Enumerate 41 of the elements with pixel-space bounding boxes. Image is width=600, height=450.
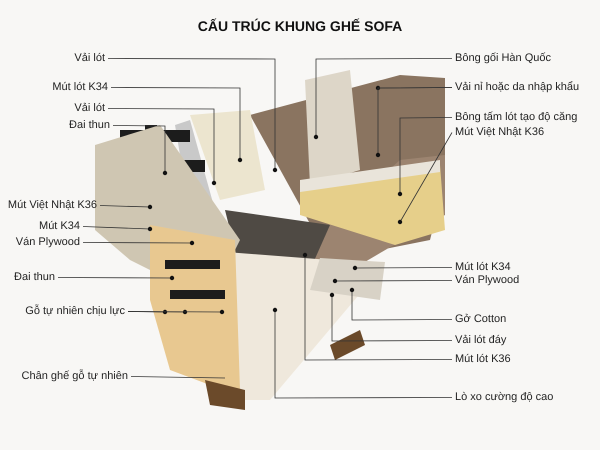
part-label: Gỗ tự nhiên chịu lực: [25, 305, 125, 318]
leader-line: [128, 310, 224, 314]
leader-line: [314, 58, 452, 140]
part-label: Mút Việt Nhật K36: [455, 126, 544, 139]
leader-line: [110, 87, 242, 162]
leader-line: [352, 266, 452, 270]
part-label: Bông tấm lót tạo độ căng: [455, 111, 578, 124]
leader-line: [350, 288, 452, 320]
leader-line: [272, 308, 452, 398]
part-label: Bông gối Hàn Quốc: [455, 52, 552, 65]
leader-line: [332, 278, 452, 284]
part-label: Ván Plywood: [16, 236, 80, 249]
part-label: Ván Plywood: [455, 274, 520, 287]
part-label: Mút lót K36: [455, 353, 511, 366]
leader-line: [130, 376, 226, 378]
part-label: Đai thun: [14, 271, 55, 284]
leader-line: [398, 117, 452, 196]
part-label: Mút K34: [39, 220, 80, 233]
leader-line: [108, 58, 278, 172]
part-label: Gở Cotton: [455, 313, 506, 326]
part-label: Vải lót: [74, 52, 105, 65]
part-label: Mút Việt Nhật K36: [8, 199, 97, 212]
leader-line: [330, 292, 452, 342]
part-label: Lò xo cường độ cao: [455, 391, 554, 404]
leader-line: [82, 226, 152, 232]
leader-line: [58, 276, 174, 280]
leader-line: [108, 108, 216, 186]
part-label: Vải nỉ hoặc da nhập khẩu: [455, 81, 580, 94]
part-label: Mút lót K34: [52, 81, 108, 94]
part-label: Mút lót K34: [455, 261, 511, 274]
leader-line: [302, 252, 452, 360]
diagram-title: CẤU TRÚC KHUNG GHẾ SOFA: [196, 18, 404, 34]
leader-line: [376, 87, 452, 158]
leader-line: [82, 240, 194, 246]
part-label: Chân ghế gỗ tự nhiên: [22, 370, 128, 383]
leader-line: [112, 125, 168, 176]
part-label: Vải lót đáy: [455, 334, 506, 347]
leader-line: [398, 132, 452, 224]
part-label: Vải lót: [74, 102, 105, 115]
leader-line: [100, 204, 152, 210]
part-label: Đai thun: [69, 119, 110, 132]
